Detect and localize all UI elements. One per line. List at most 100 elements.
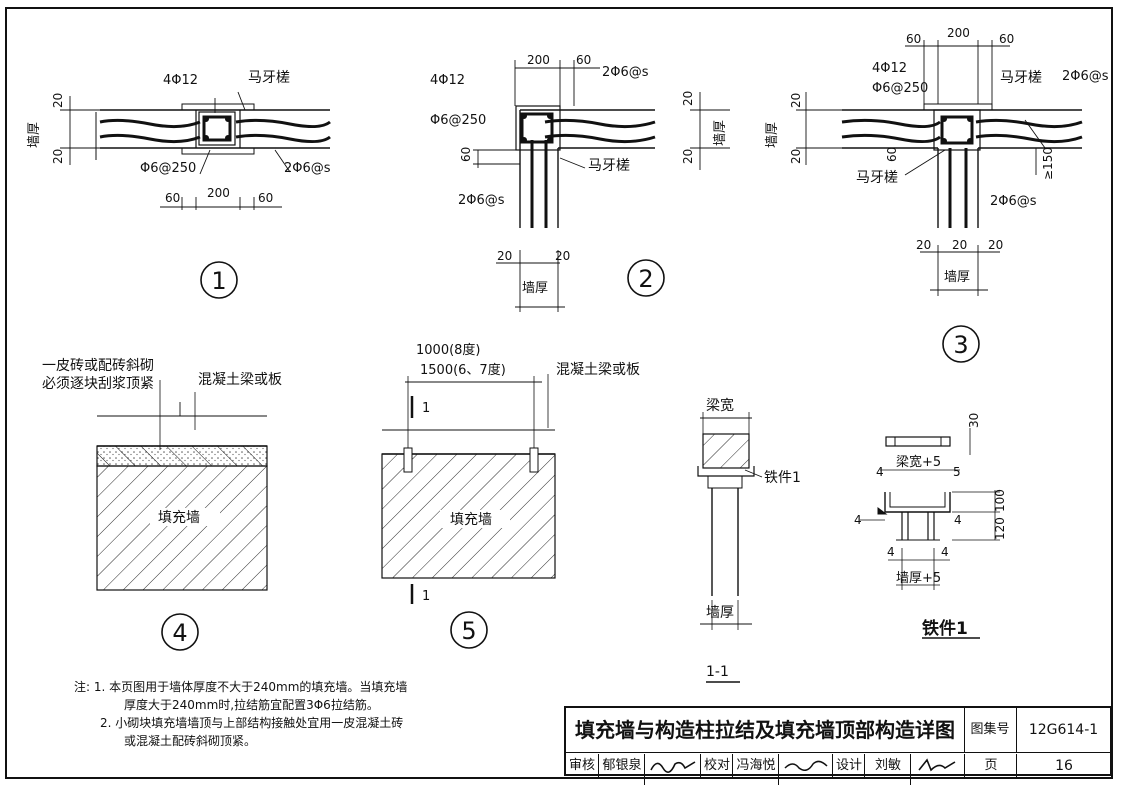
dim-4c: 4	[941, 545, 949, 559]
detail-4	[96, 380, 268, 651]
label-2phi6-bottom: 2Φ6@s	[990, 194, 1037, 209]
label-wall-thickness-bottom: 墙厚	[944, 270, 970, 285]
designer-signature	[910, 754, 965, 785]
label-2phi6-top: 2Φ6@s	[1062, 69, 1109, 84]
dim-60-side: 60	[459, 147, 473, 162]
check-label: 校对	[700, 754, 733, 778]
drawing-title: 填充墙与构造柱拉结及填充墙顶部构造详图	[566, 708, 965, 752]
dim-20-r1: 20	[916, 238, 931, 252]
dim-20-l2: 20	[789, 149, 803, 164]
dim-60a: 60	[165, 191, 180, 205]
label-2phi6: 2Φ6@s	[284, 161, 331, 176]
dim-20-r2: 20	[681, 149, 695, 164]
label-mayacha-bottom: 马牙槎	[856, 170, 898, 186]
dim-line-1: 1000(8度)	[416, 342, 481, 358]
label-part-1: 铁件1	[764, 470, 801, 486]
part-1-title: 铁件1	[922, 618, 968, 639]
label-mayacha: 马牙槎	[248, 70, 290, 86]
section-mark-bottom: 1	[422, 589, 430, 604]
detail-4-text: 一皮砖或配砖斜砌 必须逐块刮浆顶紧 混凝土梁或板 填充墙 4	[42, 358, 282, 647]
dim-20-r2: 20	[988, 238, 1003, 252]
note-line-1: 一皮砖或配砖斜砌	[42, 358, 154, 374]
label-infill-wall: 填充墙	[158, 510, 200, 526]
title-block: 填充墙与构造柱拉结及填充墙顶部构造详图 图集号 12G614-1 审核 郁银泉 …	[564, 706, 1112, 785]
detail-2-text: 200 60 4Φ12 2Φ6@s Φ6@250 60 马牙槎 2Φ6@s 20…	[430, 53, 728, 296]
detail-3-text: 60 200 60 4Φ12 Φ6@250 马牙槎 2Φ6@s 20 墙厚 20…	[765, 26, 1109, 359]
atlas-label: 图集号	[964, 708, 1017, 752]
detail-1	[60, 91, 331, 299]
label-infill-wall: 填充墙	[450, 512, 492, 528]
note-2-line-1: 2. 小砌块填充墙墙顶与上部结构接触处宜用一皮混凝土砖	[100, 716, 404, 730]
label-phi6-250: Φ6@250	[140, 161, 196, 176]
title-divider	[566, 752, 1110, 753]
checker-name: 冯海悦	[732, 754, 779, 778]
label-wall-thickness-right: 墙厚	[713, 120, 728, 146]
detail-2	[473, 60, 730, 312]
note-line-2: 必须逐块刮浆顶紧	[42, 376, 154, 392]
detail-3	[796, 40, 1083, 363]
label-beam: 混凝土梁或板	[556, 362, 640, 378]
section-1-1	[697, 412, 763, 683]
dim-200: 200	[947, 26, 970, 40]
label-4phi12: 4Φ12	[430, 73, 465, 88]
detail-5-text: 1000(8度) 1500(6、7度) 混凝土梁或板 1 填充墙 1 5	[416, 342, 640, 645]
reviewer-signature	[644, 754, 701, 785]
dim-20-bottom: 20	[51, 149, 65, 164]
reviewer-name: 郁银泉	[598, 754, 645, 778]
label-phi6-250: Φ6@250	[872, 81, 928, 96]
label-beam: 混凝土梁或板	[198, 372, 282, 388]
dim-200: 200	[207, 186, 230, 200]
label-beam-width: 梁宽	[706, 397, 734, 414]
part-1	[860, 428, 1000, 639]
detail-1-text: 4Φ12 马牙槎 墙厚 20 20 Φ6@250 2Φ6@s 60 200 60…	[27, 70, 331, 295]
notes: 注: 1. 本页图用于墙体厚度不大于240mm的填充墙。当填充墙 厚度大于240…	[74, 678, 514, 750]
design-label: 设计	[832, 754, 865, 778]
label-2phi6-bottom: 2Φ6@s	[458, 193, 505, 208]
dim-100: 100	[993, 489, 1007, 512]
dim-30: 30	[967, 413, 981, 428]
label-wall-thickness-plus5: 墙厚+5	[896, 571, 941, 586]
notes-prefix: 注:	[74, 680, 91, 694]
dim-200: 200	[527, 53, 550, 67]
dim-20-bottom-left: 20	[497, 249, 512, 263]
note-1-line-2: 厚度大于240mm时,拉结筋宜配置3Φ6拉结筋。	[124, 698, 379, 712]
review-label: 审核	[568, 758, 595, 773]
dim-4-right: 4	[954, 513, 962, 527]
label-4phi12: 4Φ12	[163, 73, 198, 88]
label-wall-thickness: 墙厚	[706, 605, 734, 621]
page-number: 16	[1016, 754, 1111, 778]
dim-120: 120	[993, 517, 1007, 540]
detail-4-number: 4	[172, 619, 187, 647]
section-mark-top: 1	[422, 401, 430, 416]
detail-1-number: 1	[211, 267, 226, 295]
detail-3-number: 3	[953, 331, 968, 359]
label-wall-thickness-left: 墙厚	[765, 122, 780, 148]
dim-60a: 60	[906, 32, 921, 46]
section-1-1-text: 梁宽 铁件1 墙厚 1-1	[706, 397, 801, 680]
dim-20-l1: 20	[789, 93, 803, 108]
section-title: 1-1	[706, 664, 729, 680]
label-4phi12: 4Φ12	[872, 61, 907, 76]
sheet-border	[5, 7, 1113, 779]
atlas-number: 12G614-1	[1028, 722, 1099, 738]
dim-60b: 60	[999, 32, 1014, 46]
dim-4b: 4	[887, 545, 895, 559]
dim-20-bottom-right: 20	[555, 249, 570, 263]
checker-signature	[778, 754, 833, 785]
dim-20-top: 20	[51, 93, 65, 108]
detail-5-number: 5	[461, 617, 476, 645]
designer-name: 刘敏	[864, 754, 911, 778]
label-mayacha-top: 马牙槎	[1000, 70, 1042, 86]
label-2phi6-top: 2Φ6@s	[602, 65, 649, 80]
dim-line-2: 1500(6、7度)	[420, 362, 506, 378]
dim-60: 60	[576, 53, 591, 67]
part-1-text: 30 梁宽+5 4 5 100 120 4 4 4 4 墙厚+5 铁件1	[854, 413, 1007, 639]
page-label: 页	[964, 754, 1017, 778]
dim-5a: 5	[953, 465, 961, 479]
label-wall-thickness-bottom: 墙厚	[522, 281, 548, 296]
dim-60-side: 60	[885, 147, 899, 162]
dim-4-left: 4	[854, 513, 862, 527]
label-phi6-250: Φ6@250	[430, 113, 486, 128]
dim-60b: 60	[258, 191, 273, 205]
